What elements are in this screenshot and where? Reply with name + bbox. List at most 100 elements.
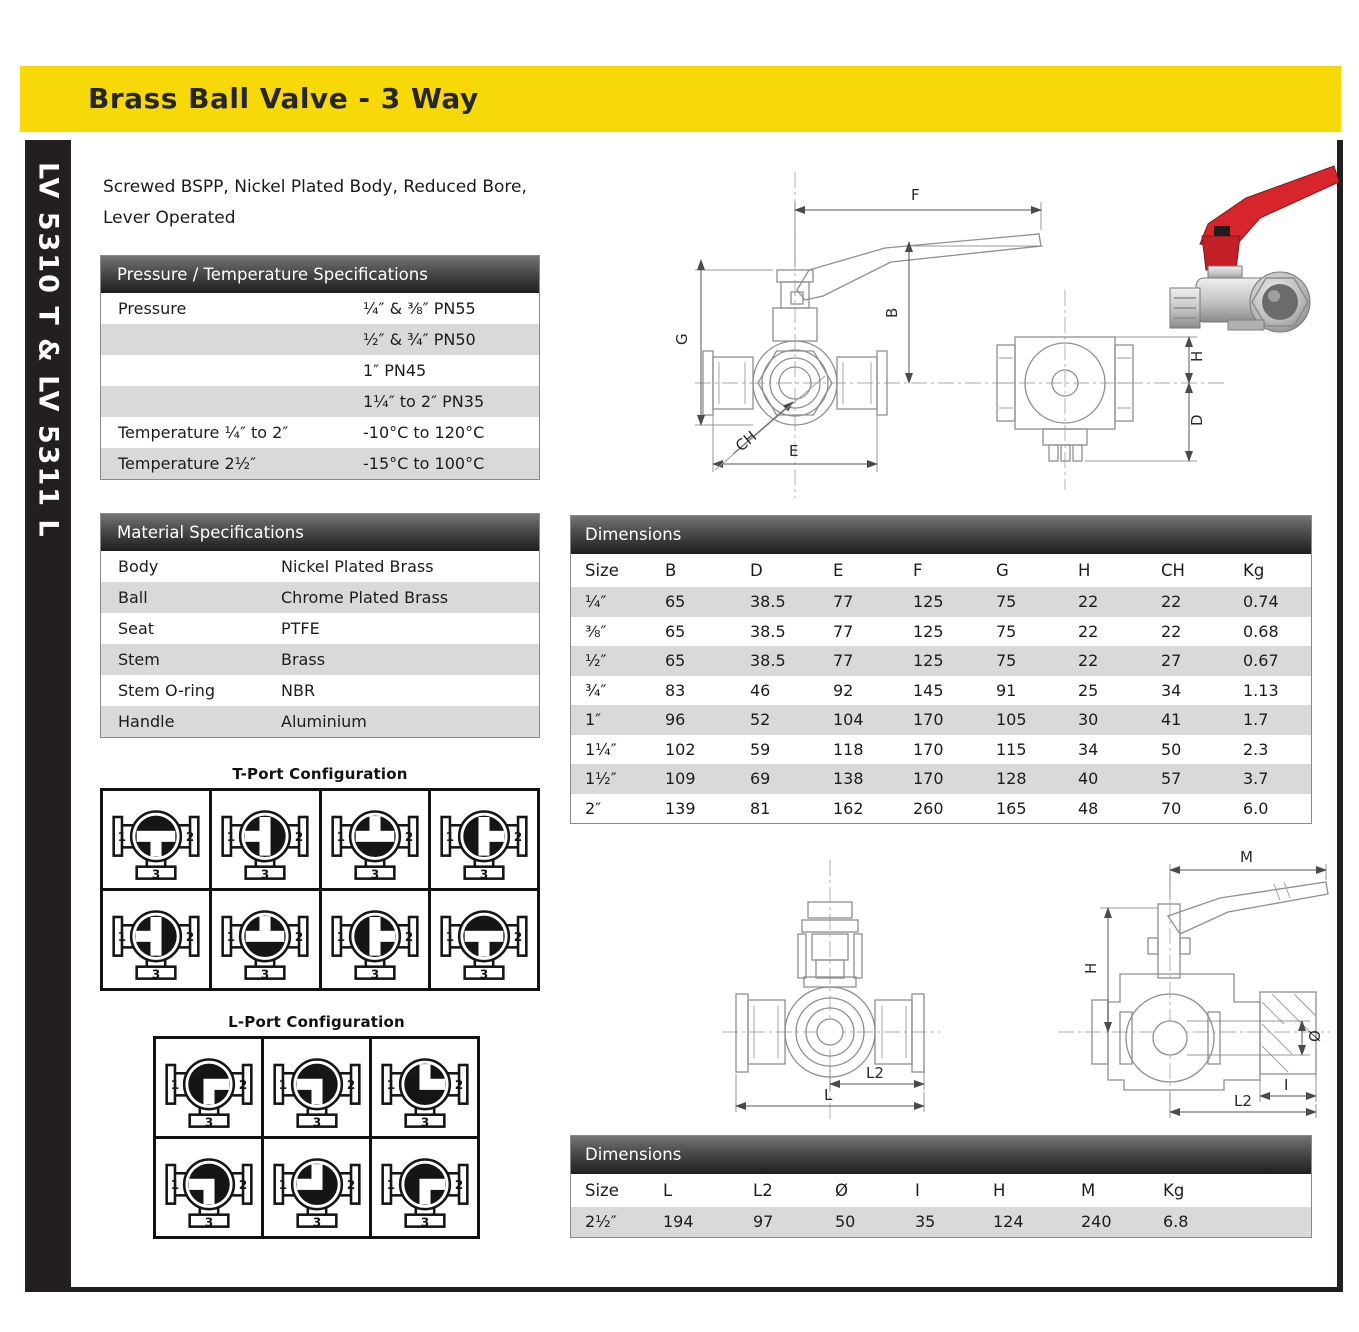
port-config-cell: 1 2 3 xyxy=(430,891,537,988)
t-port-valve-diagram: 1 2 3 xyxy=(112,809,200,881)
column-header: Ø xyxy=(835,1181,848,1200)
table-cell: 1.13 xyxy=(1243,680,1279,700)
dim-label-dia: Ø xyxy=(1306,1030,1324,1042)
port-number-3: 3 xyxy=(370,967,378,981)
table-cell: 92 xyxy=(833,680,854,700)
dim-label-B: B xyxy=(883,308,901,318)
flow-passage xyxy=(246,915,285,942)
port-number-2: 2 xyxy=(186,829,194,843)
model-number-rail: LV 5310 T & LV 5311 L xyxy=(25,140,71,1292)
port-number-2: 2 xyxy=(238,1077,246,1091)
port-number-3: 3 xyxy=(370,867,378,881)
table-cell: 6.0 xyxy=(1243,798,1269,818)
dim-label-L2-left: L2 xyxy=(866,1064,884,1082)
t-port-valve-diagram: 1 2 3 xyxy=(440,909,528,981)
spec-row: Temperature ¼″ to 2″-10°C to 120°C xyxy=(101,417,539,448)
table-cell: 97 xyxy=(753,1212,774,1232)
flow-passage xyxy=(245,816,271,856)
port-number-3: 3 xyxy=(261,867,269,881)
port-number-3: 3 xyxy=(312,1115,320,1129)
valve-body-photo xyxy=(1169,265,1311,333)
port-number-2: 2 xyxy=(346,1177,354,1191)
bottom-border-rule xyxy=(71,1287,1343,1292)
table-cell: ⅜″ xyxy=(585,621,607,641)
table-cell: 3.7 xyxy=(1243,769,1269,789)
port-config-cell: 1 2 3 xyxy=(372,1139,477,1236)
flow-passage xyxy=(369,916,395,956)
column-header: H xyxy=(1078,561,1091,580)
port-config-cell: 1 2 3 xyxy=(156,1039,261,1136)
dimension-annotations-top: F B G E CH H D xyxy=(673,186,1206,472)
table-cell: 115 xyxy=(996,739,1027,759)
table-cell: 65 xyxy=(665,651,686,671)
table-cell: 6.8 xyxy=(1163,1212,1189,1232)
port-number-1: 1 xyxy=(118,929,126,943)
column-header: D xyxy=(750,561,763,580)
table-cell: 83 xyxy=(665,680,686,700)
table-cell: 118 xyxy=(833,739,864,759)
spec-value: Aluminium xyxy=(281,712,367,731)
port-number-3: 3 xyxy=(152,867,160,881)
spec-label: Handle xyxy=(118,712,175,731)
table-cell: 34 xyxy=(1161,680,1182,700)
table-cell: 124 xyxy=(993,1212,1024,1232)
column-header: Kg xyxy=(1243,561,1265,580)
table-cell: 125 xyxy=(913,592,944,612)
flow-passage xyxy=(135,916,162,956)
port-number-1: 1 xyxy=(446,929,454,943)
table-cell: 109 xyxy=(665,769,696,789)
spec-value: 1¼″ to 2″ PN35 xyxy=(363,392,485,411)
table-cell: 75 xyxy=(996,651,1017,671)
flow-passage xyxy=(418,1063,445,1090)
port-number-1: 1 xyxy=(118,829,126,843)
product-subtitle: Screwed BSPP, Nickel Plated Body, Reduce… xyxy=(103,172,527,234)
table-cell: 46 xyxy=(750,680,771,700)
column-header: H xyxy=(993,1181,1006,1200)
column-header: M xyxy=(1081,1181,1096,1200)
spec-row: Temperature 2½″-15°C to 100°C xyxy=(101,448,539,479)
table-cell: 1.7 xyxy=(1243,710,1269,730)
l-port-valve-diagram: 1 2 3 xyxy=(272,1057,361,1129)
table-cell: 81 xyxy=(750,798,771,818)
port-number-1: 1 xyxy=(278,1177,286,1191)
port-config-cell: 1 2 3 xyxy=(321,891,428,988)
table-cell: 125 xyxy=(913,621,944,641)
dim-label-D: D xyxy=(1188,414,1206,426)
pressure-table-title: Pressure / Temperature Specifications xyxy=(101,256,539,293)
table-cell: 57 xyxy=(1161,769,1182,789)
port-config-cell: 1 2 3 xyxy=(430,791,537,888)
column-header: L2 xyxy=(753,1181,773,1200)
right-border-rule xyxy=(1337,140,1343,1292)
port-number-1: 1 xyxy=(386,1177,394,1191)
l-port-valve-diagram: 1 2 3 xyxy=(164,1057,253,1129)
spec-value: NBR xyxy=(281,681,316,700)
spec-value: ½″ & ¾″ PN50 xyxy=(363,330,476,349)
table-cell: 138 xyxy=(833,769,864,789)
port-config-cell: 1 2 3 xyxy=(264,1139,369,1236)
table-cell: 128 xyxy=(996,769,1027,789)
t-port-valve-diagram: 1 2 3 xyxy=(221,909,309,981)
table-cell: 38.5 xyxy=(750,621,786,641)
table-cell: 170 xyxy=(913,710,944,730)
column-header: CH xyxy=(1161,561,1185,580)
table-cell: 25 xyxy=(1078,680,1099,700)
spec-value: -10°C to 120°C xyxy=(363,423,485,442)
t-port-valve-diagram: 1 2 3 xyxy=(331,909,419,981)
spec-label: Temperature 2½″ xyxy=(118,454,257,473)
table-cell: 48 xyxy=(1078,798,1099,818)
column-header: I xyxy=(915,1181,920,1200)
table-cell: ½″ xyxy=(585,651,607,671)
table-cell: ¾″ xyxy=(585,680,607,700)
table-cell: 77 xyxy=(833,621,854,641)
table-cell: 2½″ xyxy=(585,1212,617,1232)
flow-passage xyxy=(478,816,505,856)
